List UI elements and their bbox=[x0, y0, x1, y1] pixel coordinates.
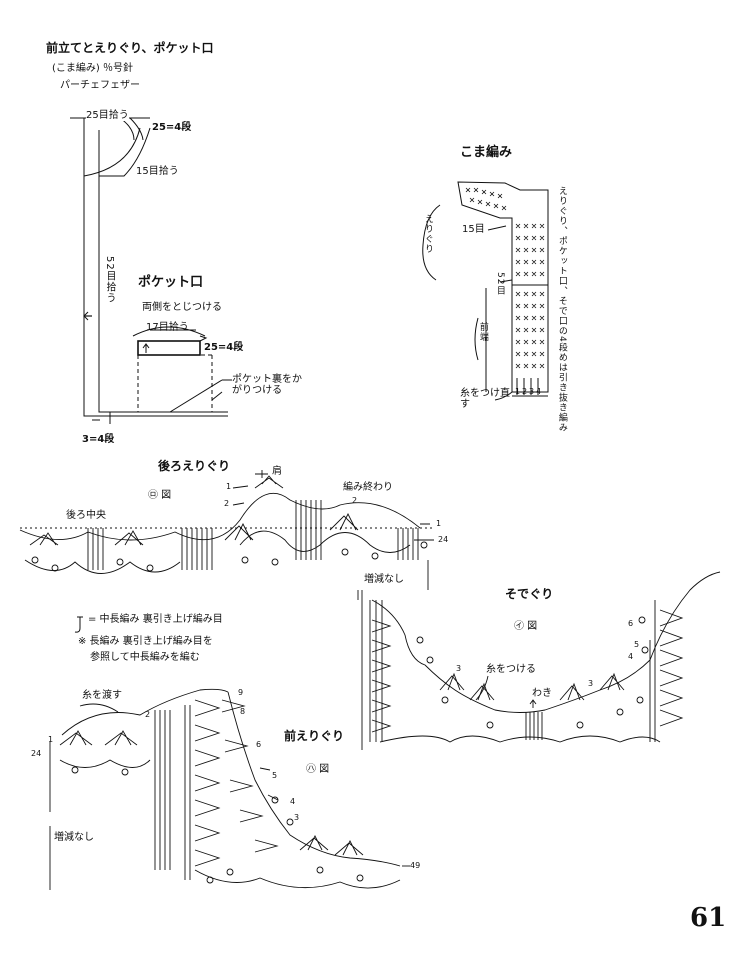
back-neck-label: 2 bbox=[224, 499, 230, 508]
front-neck-label: 5 bbox=[272, 771, 278, 780]
koma-stitch-grid bbox=[465, 187, 545, 369]
koma-row-4: 4 bbox=[536, 387, 542, 396]
page-number: 61 bbox=[690, 903, 727, 933]
pocket-title: ポケット口 bbox=[138, 275, 204, 290]
front-neck-label: 3 bbox=[294, 813, 300, 822]
yarn-name: パーチェフェザー bbox=[60, 80, 140, 91]
pocket-rows: 25=4段 bbox=[204, 342, 244, 353]
front-neck-label: 24 bbox=[31, 749, 42, 758]
koma-title: こま編み bbox=[460, 145, 513, 160]
sleeve-label: 3 bbox=[456, 664, 462, 673]
sleeve-figure: ㋑ 図 bbox=[514, 621, 538, 632]
sleeve-no-change: 増減なし bbox=[364, 574, 404, 585]
legend-note-2: 参照して中長編みを編む bbox=[90, 652, 200, 663]
koma-rejoin: 糸をつけ直す bbox=[460, 388, 510, 410]
back-neck-shoulder: 肩 bbox=[272, 466, 282, 477]
label-pickup-front: 52目拾う bbox=[104, 256, 115, 304]
front-neck-label: 49 bbox=[410, 861, 421, 870]
back-neck-label: 1 bbox=[226, 482, 232, 491]
front-neck-label: 8 bbox=[240, 707, 246, 716]
pocket-outline bbox=[132, 326, 232, 413]
back-neck-chart bbox=[19, 470, 435, 574]
front-neck-label: 2 bbox=[145, 710, 151, 719]
front-neck-title: 前えりぐり bbox=[284, 729, 345, 743]
pocket-join-note: 両側をとじつける bbox=[142, 302, 222, 313]
sleeve-label: 4 bbox=[628, 652, 634, 661]
back-neck-title: 後ろえりぐり bbox=[158, 459, 231, 473]
sleeve-label: 3 bbox=[588, 679, 594, 688]
koma-front-edge: 前端 bbox=[477, 322, 488, 342]
back-neck-label: 1 bbox=[436, 519, 442, 528]
subtitle-needle: (こま編み) ％号針 bbox=[52, 63, 133, 74]
koma-side-note: えりぐり、ポケット口、そで口の4段めは引き抜き編み bbox=[556, 186, 567, 433]
front-neck-label: 1 bbox=[48, 735, 54, 744]
label-pickup-top: 25目拾う bbox=[86, 110, 129, 121]
back-neck-finish: 編み終わり bbox=[343, 482, 393, 493]
front-neck-label: 6 bbox=[256, 740, 262, 749]
sleeve-label: 5 bbox=[634, 640, 640, 649]
sleeve-attach: 糸をつける bbox=[486, 664, 536, 675]
koma-neck: えりぐり bbox=[422, 214, 433, 254]
pocket-pickup: 17目拾う bbox=[146, 322, 189, 333]
sleeve-chart bbox=[357, 560, 721, 750]
label-bottom-rows: 3=4段 bbox=[82, 434, 115, 445]
front-neck-chart bbox=[49, 688, 410, 890]
label-pickup-neck: 15目拾う bbox=[136, 166, 179, 177]
koma-row-1: 1 bbox=[515, 387, 521, 396]
pocket-lining-note: ポケット裏をかがりつける bbox=[232, 374, 302, 396]
sleeve-label: 6 bbox=[628, 619, 634, 628]
front-neck-label: 9 bbox=[238, 688, 244, 697]
koma-row-3: 3 bbox=[529, 387, 535, 396]
koma-count52: 52目 bbox=[494, 272, 505, 296]
label-rows-top: 25=4段 bbox=[152, 122, 192, 133]
sleeve-underarm: わき bbox=[532, 688, 552, 699]
front-neck-figure: ㋩ 図 bbox=[306, 764, 330, 775]
front-band-outline bbox=[70, 117, 228, 424]
legend-symbol bbox=[74, 616, 83, 633]
legend-note-1: ※ 長編み 裏引き上げ編み目を bbox=[78, 636, 213, 647]
legend-symbol-desc: = 中長編み 裏引き上げ編み目 bbox=[88, 614, 223, 625]
section-title: 前立てとえりぐり、ポケット口 bbox=[46, 41, 214, 55]
front-neck-pass-yarn: 糸を渡す bbox=[82, 690, 122, 701]
front-neck-no-change: 増減なし bbox=[54, 832, 94, 843]
koma-count15: 15目 bbox=[462, 224, 485, 235]
back-neck-figure: ㋺ 図 bbox=[148, 490, 172, 501]
sleeve-title: そでぐり bbox=[505, 587, 554, 601]
back-neck-label: 24 bbox=[438, 535, 449, 544]
back-neck-label: 2 bbox=[352, 496, 358, 505]
front-neck-label: 4 bbox=[290, 797, 296, 806]
koma-outline bbox=[422, 181, 549, 401]
koma-row-2: 2 bbox=[522, 387, 528, 396]
back-neck-center: 後ろ中央 bbox=[66, 510, 106, 521]
